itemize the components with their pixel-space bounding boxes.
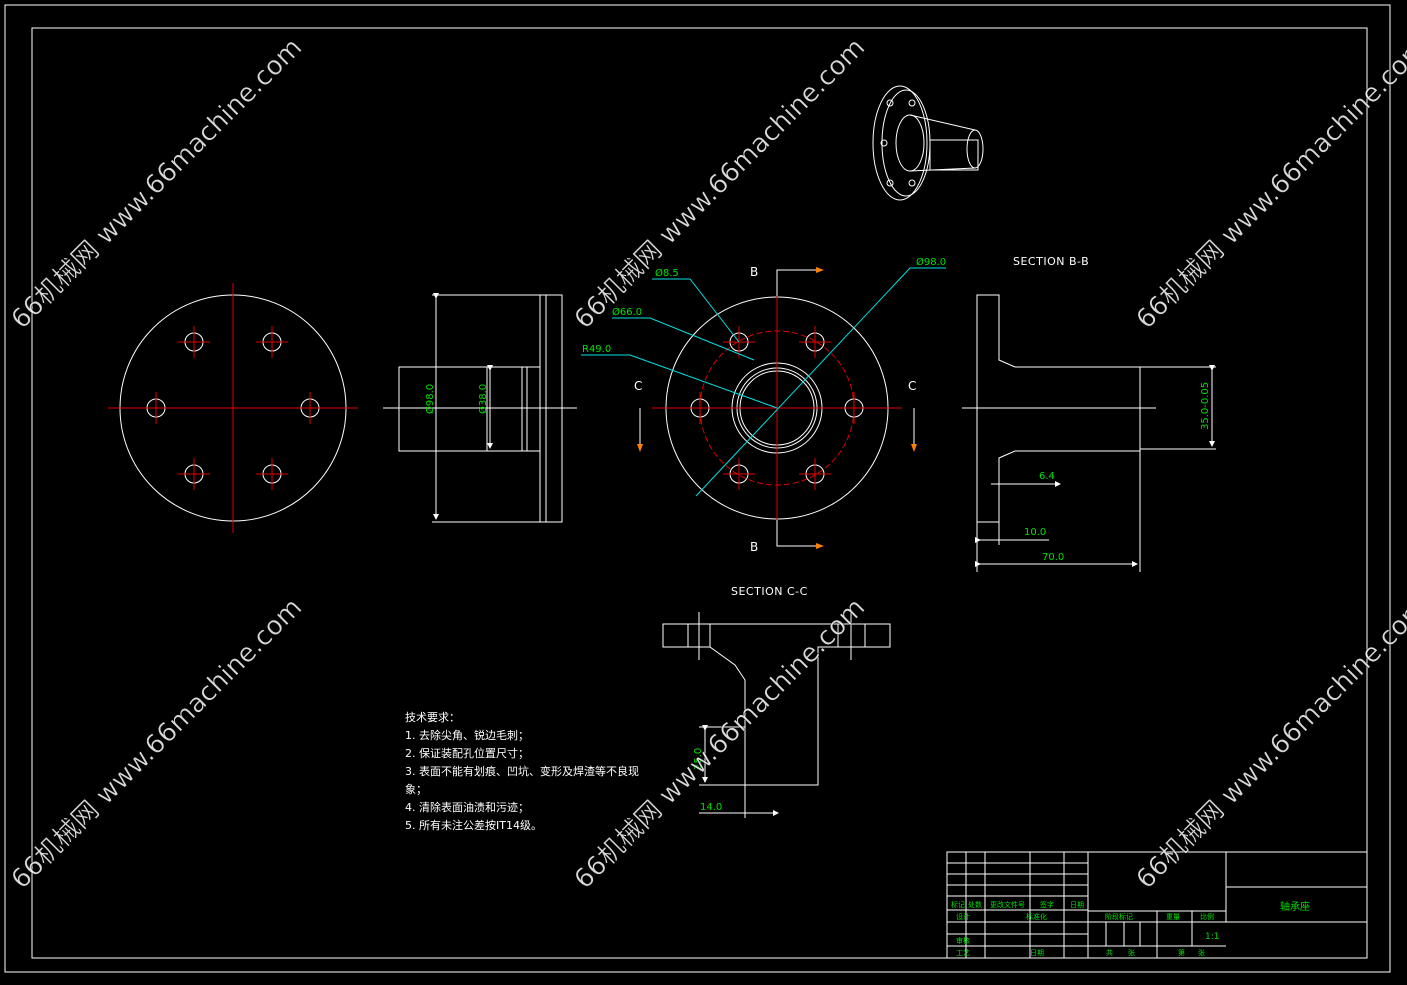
tb-weight: 重量 xyxy=(1166,913,1180,921)
section-cc: SECTION C-C 25.0 14.0 xyxy=(662,585,891,818)
tb-sign: 签字 xyxy=(1040,900,1054,909)
tb-count: 处数 xyxy=(968,900,982,909)
outer-border xyxy=(4,4,1391,973)
dim-bolt-circle: Ø66.0 xyxy=(612,306,642,318)
tb-standard: 标准化 xyxy=(1026,912,1047,921)
tb-mark: 标记 xyxy=(951,900,965,909)
section-bb-title: SECTION B-B xyxy=(1013,255,1089,268)
dim-bolt-hole: Ø8.5 xyxy=(655,267,679,279)
watermark-2: 66机械网 www.66machine.com xyxy=(569,33,871,335)
dim-overall-length: 70.0 xyxy=(1042,552,1064,563)
front-view xyxy=(108,283,358,533)
watermark-1: 66机械网 www.66machine.com xyxy=(6,33,308,335)
tb-ratio: 比例 xyxy=(1200,912,1214,921)
tb-stage-mark: 阶段标记 xyxy=(1105,912,1133,921)
tb-sheet: 张 xyxy=(1128,948,1135,957)
tb-scale: 1:1 xyxy=(1205,932,1219,942)
tb-page: 张 xyxy=(1198,948,1205,957)
note-2: 2. 保证装配孔位置尺寸； xyxy=(405,747,529,760)
dim-side-outer: Ø98.0 xyxy=(424,384,436,414)
dim-flange-width: 10.0 xyxy=(1024,527,1046,538)
watermark-6: 66机械网 www.66machine.com xyxy=(1131,593,1407,895)
isometric-view xyxy=(872,85,984,201)
tb-check: 审核 xyxy=(956,936,970,945)
bolt-holes xyxy=(140,326,326,490)
tb-process: 工艺 xyxy=(956,949,970,957)
inner-border xyxy=(31,27,1368,959)
note-3: 3. 表面不能有划痕、凹坑、变形及焊渣等不良现 xyxy=(405,765,639,778)
dim-side-shaft: Ø38.0 xyxy=(477,384,489,414)
note-1: 1. 去除尖角、锐边毛刺； xyxy=(405,729,529,742)
tb-page-of: 第 xyxy=(1178,948,1185,957)
dim-flange-dia: Ø98.0 xyxy=(916,256,946,268)
tb-change-doc: 更改文件号 xyxy=(990,900,1025,909)
side-view: Ø98.0 Ø38.0 xyxy=(383,293,577,523)
section-cc-title: SECTION C-C xyxy=(731,585,808,598)
tb-part-name: 轴承座 xyxy=(1280,900,1310,913)
dim-shaft-tol: 35.0-0.05 xyxy=(1200,382,1211,430)
label-c-left: C xyxy=(634,379,642,393)
watermark-4: 66机械网 www.66machine.com xyxy=(6,593,308,895)
tb-design: 设计 xyxy=(956,912,970,921)
dim-flange-thick: 6.4 xyxy=(1039,471,1055,482)
label-b-bottom: B xyxy=(750,540,758,554)
dim-cc-height: 25.0 xyxy=(693,748,704,770)
notes-title: 技术要求： xyxy=(405,711,460,724)
label-b-top: B xyxy=(750,265,758,279)
watermark-3: 66机械网 www.66machine.com xyxy=(1131,33,1407,335)
title-block: 标记 处数 更改文件号 签字 日期 设计 标准化 审核 工艺 日期 阶段标记 重… xyxy=(946,851,1368,959)
watermarks: 66机械网 www.66machine.com 66机械网 www.66mach… xyxy=(6,32,1407,895)
note-5: 5. 所有未注公差按IT14级。 xyxy=(405,819,542,832)
note-3-cont: 象； xyxy=(405,783,427,796)
note-4: 4. 清除表面油渍和污迹； xyxy=(405,801,529,814)
center-view: B B C C Ø8.5 Ø66.0 R49.0 Ø98.0 xyxy=(581,256,946,554)
tb-date-header: 日期 xyxy=(1070,901,1084,909)
tb-date: 日期 xyxy=(1030,949,1044,957)
dim-cc-width: 14.0 xyxy=(700,802,722,813)
tb-total: 共 xyxy=(1106,948,1113,957)
dim-radius: R49.0 xyxy=(582,344,611,355)
label-c-right: C xyxy=(908,379,916,393)
technical-requirements: 技术要求： 1. 去除尖角、锐边毛刺； 2. 保证装配孔位置尺寸； 3. 表面不… xyxy=(405,709,705,835)
section-bb: SECTION B-B 35.0-0.05 6.4 10.0 70.0 xyxy=(962,255,1216,572)
